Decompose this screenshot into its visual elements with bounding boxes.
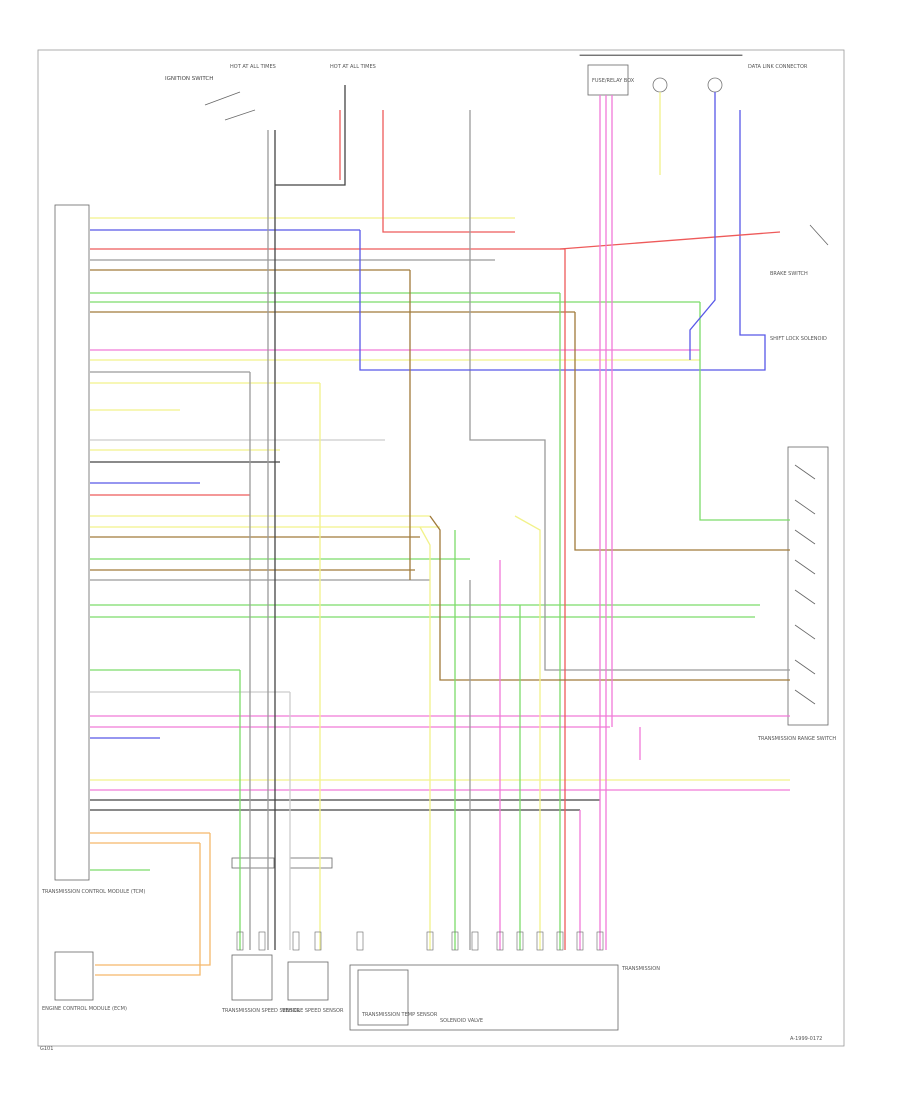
- connector-pin-13: [596, 931, 604, 951]
- switch-symbols: [204, 91, 829, 951]
- wire-harness: [90, 85, 790, 976]
- brown-right: [574, 312, 790, 551]
- blue-loop: [359, 110, 766, 371]
- brown-low: [429, 515, 790, 681]
- hot-label-1: HOT AT ALL TIMES: [230, 64, 276, 70]
- range-switch-box: [787, 446, 829, 726]
- connector-pin-3: [314, 931, 322, 951]
- red-brake: [559, 231, 781, 250]
- speed-sensor-2-label: VEHICLE SPEED SENSOR: [282, 1008, 344, 1014]
- hot-label-2: HOT AT ALL TIMES: [330, 64, 376, 70]
- temp-sensor-box: [357, 969, 409, 1026]
- engine-ecm-label: ENGINE CONTROL MODULE (ECM): [42, 1006, 127, 1012]
- connector-c2: [289, 857, 333, 869]
- brake-switch-label: BRAKE SWITCH: [770, 271, 808, 277]
- ground-label: G101: [40, 1046, 53, 1052]
- range-contact-4: [794, 589, 816, 605]
- range-contact-1: [794, 499, 816, 515]
- yellow-low: [419, 526, 431, 950]
- transmission-box: [349, 964, 619, 1031]
- range-contact-0: [794, 464, 816, 480]
- orange-ecm-1: [95, 833, 211, 966]
- tcm-label: TRANSMISSION CONTROL MODULE (TCM): [41, 889, 145, 895]
- connector-pin-0: [236, 931, 244, 951]
- ignition-contact-1: [224, 109, 256, 121]
- header-panel: [579, 54, 743, 56]
- fuse-box-label: FUSE/RELAY BOX: [592, 78, 635, 84]
- connector-pin-8: [496, 931, 504, 951]
- gray-long: [469, 110, 790, 671]
- range-contact-7: [794, 689, 816, 705]
- range-contact-2: [794, 529, 816, 545]
- ign-wire: [275, 85, 346, 186]
- data-link-label: DATA LINK CONNECTOR: [748, 64, 808, 70]
- orange-ecm-2: [95, 843, 201, 976]
- speed-sensor-1-label: TRANSMISSION SPEED SENSOR: [221, 1008, 301, 1014]
- connector-pin-1: [258, 931, 266, 951]
- engine-ecm-box: [54, 951, 94, 1001]
- connector-pin-4: [356, 931, 364, 951]
- diagram-frame: [37, 49, 845, 1047]
- connector-pin-2: [292, 931, 300, 951]
- brake-contact: [809, 224, 829, 246]
- range-contact-5: [794, 624, 816, 640]
- green-right: [699, 302, 790, 521]
- transmission-label: TRANSMISSION: [621, 966, 660, 972]
- tcm-connector: [54, 204, 90, 881]
- shift-lock-label: SHIFT LOCK SOLENOID: [770, 336, 827, 342]
- connector-pin-6: [451, 931, 459, 951]
- connector-pin-10: [536, 931, 544, 951]
- range-contact-6: [794, 659, 816, 675]
- speed-sensor-2-box: [287, 961, 329, 1001]
- connector-c1: [231, 857, 275, 869]
- connector-pin-7: [471, 931, 479, 951]
- connector-pin-11: [556, 931, 564, 951]
- range-contact-3: [794, 559, 816, 575]
- ignition-contact-0: [204, 91, 241, 106]
- range-switch-label: TRANSMISSION RANGE SWITCH: [757, 736, 836, 742]
- ignition-switch-label: IGNITION SWITCH: [165, 76, 213, 82]
- connector-pin-12: [576, 931, 584, 951]
- fuse-box: [587, 64, 629, 96]
- trans-temp-label: TRANSMISSION TEMP SENSOR: [361, 1012, 438, 1018]
- yellow-vert: [514, 515, 541, 950]
- lamp-2-icon: [707, 77, 723, 93]
- diagram-code: A-1999-0172: [790, 1036, 822, 1042]
- connector-pin-5: [426, 931, 434, 951]
- fuse-red-2: [382, 110, 515, 233]
- connector-pin-9: [516, 931, 524, 951]
- lamp-blue: [689, 92, 716, 360]
- lamp-1-icon: [652, 77, 668, 93]
- speed-sensor-1-box: [231, 954, 273, 1001]
- solenoid-valve-label: SOLENOID VALVE: [440, 1018, 483, 1024]
